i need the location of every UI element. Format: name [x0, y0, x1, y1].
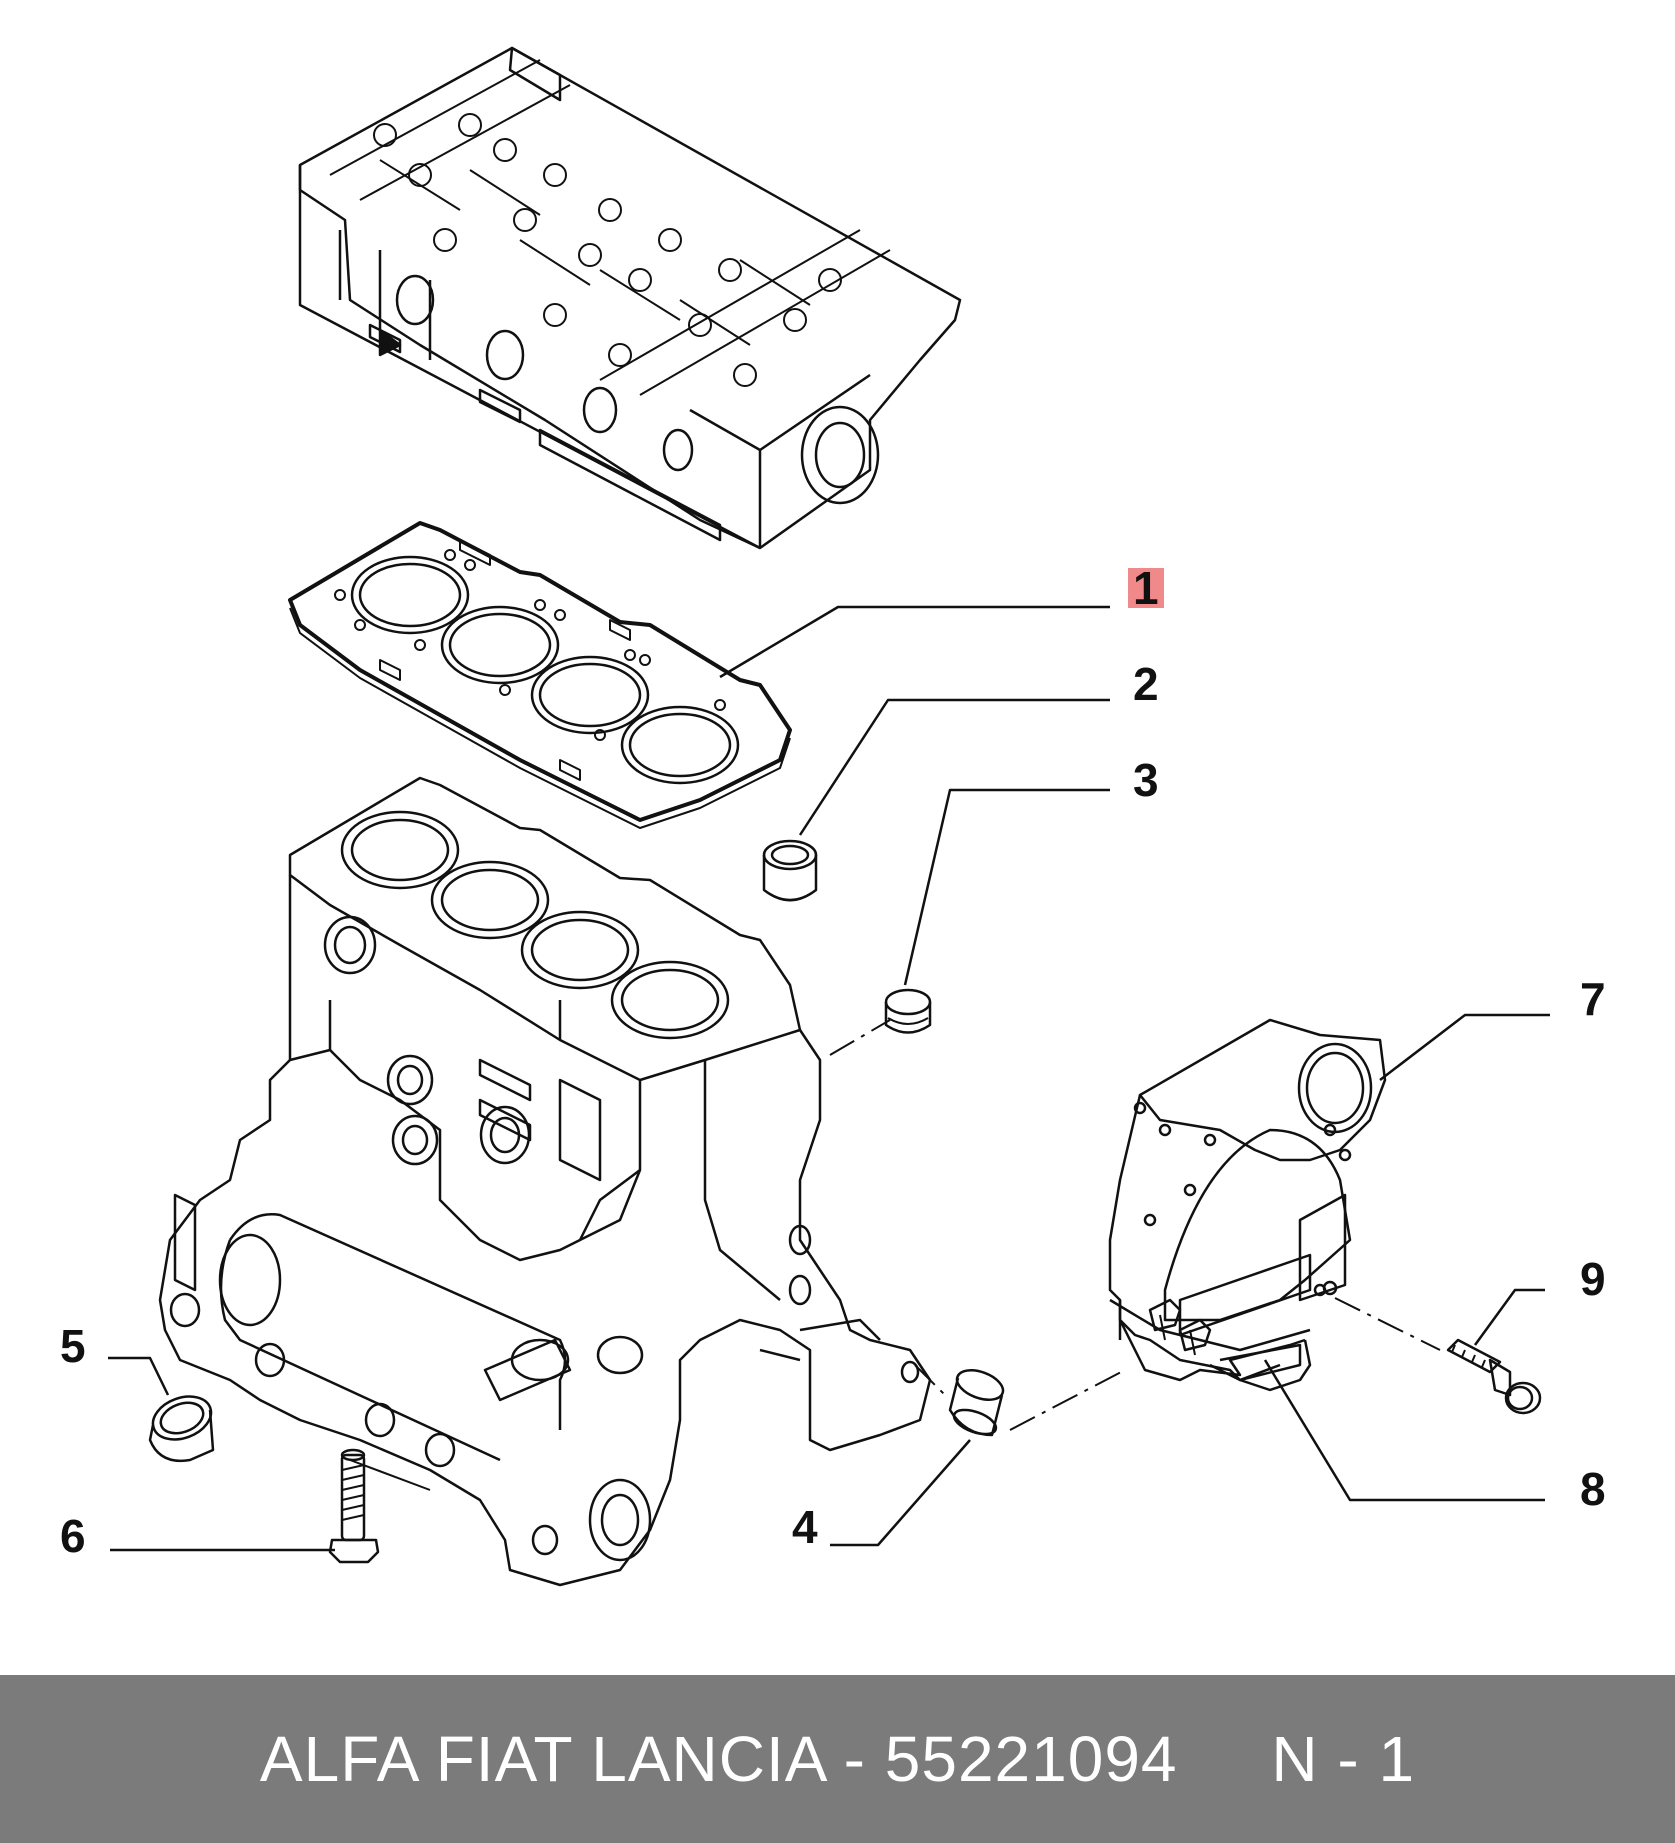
callout-1-highlight — [1128, 568, 1164, 608]
footer-separator: - — [824, 1723, 885, 1795]
part-2-dowel — [762, 839, 818, 902]
callout-9: 9 — [1580, 1253, 1606, 1305]
leader-1 — [719, 605, 1110, 679]
footer-bar: ALFA FIAT LANCIA - 55221094 N - 1 — [0, 1675, 1675, 1843]
callout-6: 6 — [60, 1510, 86, 1562]
leader-5 — [108, 1356, 170, 1396]
callout-4: 4 — [792, 1501, 818, 1553]
leader-4 — [830, 1439, 971, 1547]
leader-9 — [1473, 1288, 1545, 1346]
engine-block — [158, 776, 932, 1587]
footer-caption: ALFA FIAT LANCIA - 55221094 N - 1 — [260, 1722, 1415, 1796]
cover-plate — [1108, 1018, 1387, 1392]
leader-3 — [903, 788, 1110, 986]
part-9-bolt — [1446, 1338, 1542, 1415]
callout-3: 3 — [1133, 754, 1159, 806]
callout-5: 5 — [60, 1320, 86, 1372]
leader-2 — [798, 698, 1110, 836]
assembly-lines — [829, 1019, 1441, 1431]
diagram-canvas: 1 2 3 4 5 6 7 8 9 — [60, 46, 1606, 1587]
cylinder-head — [298, 46, 962, 550]
exploded-parts-diagram: 1 2 3 4 5 6 7 8 9 — [60, 46, 1606, 1587]
footer-position: N - 1 — [1271, 1723, 1416, 1795]
callout-8: 8 — [1580, 1463, 1606, 1515]
leader-7 — [1379, 1013, 1550, 1081]
leader-8 — [1263, 1359, 1545, 1502]
footer-brand: ALFA FIAT LANCIA — [259, 1723, 825, 1795]
footer-part-number: 55221094 — [884, 1723, 1178, 1795]
callout-1: 1 — [1133, 562, 1159, 614]
callout-2: 2 — [1133, 658, 1159, 710]
part-5-bushing — [148, 1395, 215, 1463]
head-gasket — [288, 521, 792, 829]
part-3-plug — [884, 988, 932, 1034]
part-4-bushing — [948, 1369, 1005, 1437]
part-6-bolt — [328, 1448, 380, 1564]
callout-7: 7 — [1580, 973, 1606, 1025]
leader-lines — [108, 605, 1550, 1552]
